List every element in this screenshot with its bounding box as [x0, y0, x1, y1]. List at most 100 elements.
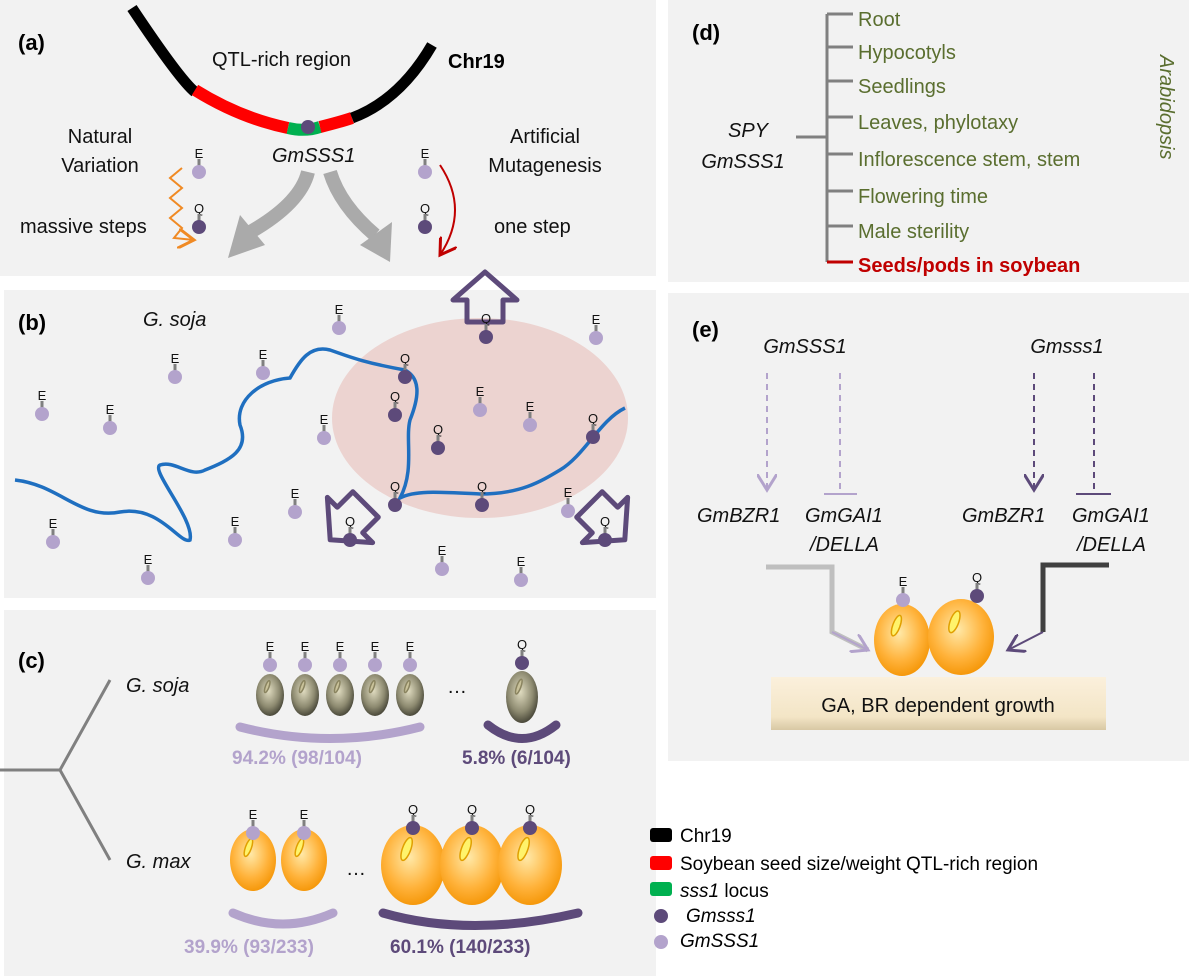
- soja-wildtype-percent: 94.2% (98/104): [232, 748, 362, 769]
- mutant-allele-marker: Q: [388, 479, 402, 512]
- panel-c-label: (c): [18, 648, 45, 673]
- mutant-allele-marker: Q: [398, 351, 412, 384]
- phenotype-label: Seedlings: [858, 76, 946, 98]
- grey-arrow-right: [323, 169, 380, 241]
- allele-letter: E: [195, 146, 204, 161]
- allele-letter: E: [438, 543, 447, 558]
- wildtype-dot: [297, 826, 311, 840]
- mutant-dot: [465, 821, 479, 835]
- legend-wildtype: GmSSS1: [680, 931, 759, 952]
- spread-arrow-icon: [450, 269, 520, 325]
- mut-bzr-label: GmBZR1: [962, 505, 1045, 527]
- mutant-allele-marker: Q: [418, 201, 432, 234]
- mutant-dot: [388, 408, 402, 422]
- allele-letter: Q: [390, 479, 400, 494]
- legend-qtl: Soybean seed size/weight QTL-rich region: [680, 854, 1038, 875]
- gmsss1-dot: [301, 120, 315, 134]
- phenotype-label: Leaves, phylotaxy: [858, 112, 1018, 134]
- soybean-seed-icon: [874, 604, 930, 676]
- mutant-allele-marker: Q: [465, 802, 479, 835]
- wildtype-allele-marker: E: [473, 384, 487, 417]
- wildtype-allele-marker: E: [141, 552, 155, 585]
- allele-letter: E: [259, 347, 268, 362]
- wildtype-dot: [561, 504, 575, 518]
- mutant-dot: [515, 656, 529, 670]
- mutant-allele-marker: Q: [523, 802, 537, 835]
- wildtype-allele-marker: E: [418, 146, 432, 179]
- wildtype-dot: [368, 658, 382, 672]
- allele-letter: Q: [517, 637, 527, 652]
- allele-letter: Q: [467, 802, 477, 817]
- wt-bzr-label: GmBZR1: [697, 505, 780, 527]
- wildtype-allele-marker: E: [368, 639, 382, 672]
- wildtype-dot: [263, 658, 277, 672]
- massive-steps-label: massive steps: [20, 216, 147, 238]
- wildtype-dot: [228, 533, 242, 547]
- allele-letter: Q: [390, 389, 400, 404]
- spy-label: SPY: [728, 120, 770, 142]
- max-wildtype-percent: 39.9% (93/233): [184, 937, 314, 958]
- mutant-dot: [598, 533, 612, 547]
- allele-letter: Q: [194, 201, 204, 216]
- phenotype-label: Root: [858, 9, 901, 31]
- gsoja-row-label: G. soja: [126, 675, 189, 697]
- allele-letter: Q: [481, 311, 491, 326]
- wild-seed-icon: [506, 671, 538, 723]
- wildtype-dot: [514, 573, 528, 587]
- qtl-region-label: QTL-rich region: [212, 49, 351, 71]
- wildtype-allele-marker: E: [35, 388, 49, 421]
- max-mutant-percent: 60.1% (140/233): [390, 937, 531, 958]
- wildtype-dot: [192, 165, 206, 179]
- allele-letter: E: [266, 639, 275, 654]
- chromosome-left: [127, 4, 199, 97]
- allele-letter: E: [291, 486, 300, 501]
- wildtype-allele-marker: E: [896, 574, 910, 607]
- wildtype-dot: [141, 571, 155, 585]
- allele-letter: E: [336, 639, 345, 654]
- allele-letter: Q: [477, 479, 487, 494]
- mut-pathway-connector: [1040, 562, 1109, 632]
- qtl-region-left: [191, 84, 290, 134]
- gsoja-label: G. soja: [143, 309, 206, 331]
- allele-letter: E: [517, 554, 526, 569]
- allele-letter: E: [171, 351, 180, 366]
- spread-arrow-icon: [324, 489, 381, 546]
- chromosome-right: [349, 42, 437, 124]
- mutant-dot: [192, 220, 206, 234]
- wildtype-dot: [589, 331, 603, 345]
- mutant-allele-marker: Q: [475, 479, 489, 512]
- growth-label: GA, BR dependent growth: [821, 695, 1054, 717]
- wild-seed-icon: [396, 674, 424, 716]
- wildtype-allele-marker: E: [514, 554, 528, 587]
- legend-wildtype-dot: [654, 935, 668, 949]
- soybean-seed-icon: [230, 829, 276, 891]
- allele-letter: E: [526, 399, 535, 414]
- mutant-dot: [479, 330, 493, 344]
- one-step-label: one step: [494, 216, 571, 238]
- legend-chr19: Chr19: [680, 826, 732, 847]
- allele-letter: E: [38, 388, 47, 403]
- wildtype-allele-marker: E: [561, 485, 575, 518]
- wildtype-dot: [523, 418, 537, 432]
- mutagenesis-label: Mutagenesis: [488, 155, 601, 177]
- soybean-seed-icon: [281, 829, 327, 891]
- wildtype-dot: [256, 366, 270, 380]
- wildtype-dot: [332, 321, 346, 335]
- ellipsis: …: [447, 676, 467, 698]
- allele-letter: E: [300, 807, 309, 822]
- panel-b-label: (b): [18, 310, 46, 335]
- phenotype-label: Hypocotyls: [858, 42, 956, 64]
- soybean-seed-icon: [928, 599, 994, 675]
- allele-letter: Q: [588, 411, 598, 426]
- mutant-allele-marker: Q: [479, 311, 493, 344]
- allele-letter: E: [335, 302, 344, 317]
- wildtype-dot: [168, 370, 182, 384]
- wavy-arrow-icon: [168, 167, 194, 240]
- wildtype-bracket: [228, 908, 338, 929]
- mut-gene-label: Gmsss1: [1030, 336, 1103, 358]
- wildtype-dot: [896, 593, 910, 607]
- panel-d-label: (d): [692, 20, 720, 45]
- gmsss1-label: GmSSS1: [701, 151, 784, 173]
- growth-box: [771, 677, 1106, 730]
- mutant-dot: [398, 370, 412, 384]
